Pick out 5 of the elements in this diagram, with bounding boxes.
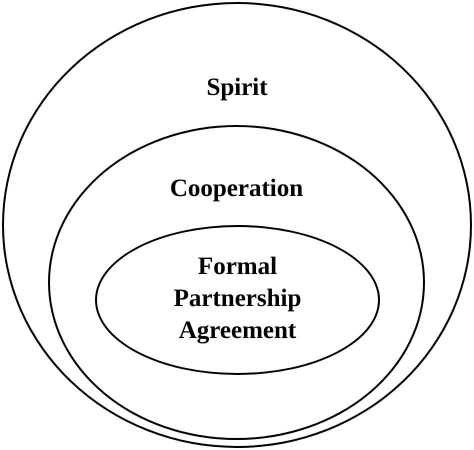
ellipse-region — [48, 125, 425, 440]
region-label: Spirit — [206, 73, 268, 103]
ellipse-region — [95, 225, 380, 375]
region-label: Formal Partnership Agreement — [172, 252, 302, 346]
region-label: Cooperation — [170, 174, 304, 204]
